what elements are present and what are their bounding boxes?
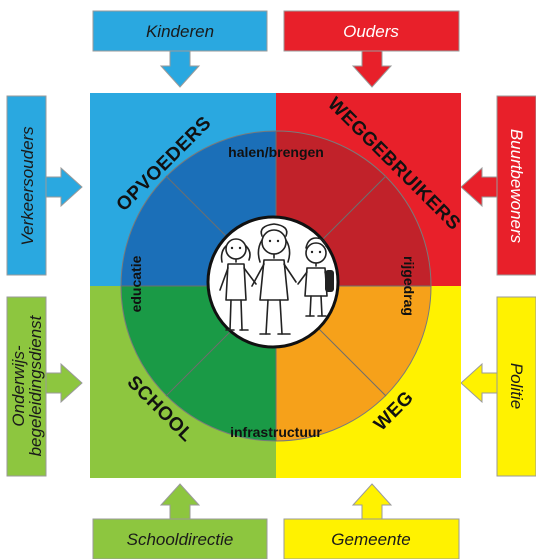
stakeholder-gemeente: Gemeente — [283, 483, 460, 559]
arrow-up-gemeente — [351, 483, 393, 520]
stakeholder-label: Buurtbewoners — [507, 129, 526, 244]
stakeholder-kinderen: Kinderen — [92, 10, 268, 88]
stakeholder-onderwijsbegeleidingsdienst: Onderwijs- begeleidingsdienst — [6, 296, 83, 477]
stakeholder-label: Kinderen — [146, 22, 214, 41]
stakeholder-buurtbewoners: Buurtbewoners — [460, 95, 536, 276]
stakeholder-verkeersouders: Verkeersouders — [6, 95, 83, 276]
ring-label-bottom: infrastructuur — [230, 424, 322, 440]
stakeholder-label: Verkeersouders — [18, 126, 37, 246]
stakeholder-label: Gemeente — [331, 530, 410, 549]
arrow-right-verkeersouders — [45, 166, 83, 208]
arrow-up-schooldirectie — [159, 483, 201, 520]
ring-label-right: rijgedrag — [401, 256, 417, 316]
arrow-down-kinderen — [159, 50, 201, 88]
stakeholder-politie: Politie — [460, 296, 536, 477]
arrow-down-ouders — [351, 50, 393, 88]
stakeholder-schooldirectie: Schooldirectie — [92, 483, 268, 559]
stakeholder-label-line2: begeleidingsdienst — [26, 314, 45, 456]
children-illustration — [206, 215, 340, 349]
stakeholder-ouders: Ouders — [283, 10, 460, 88]
stakeholder-label: Politie — [507, 363, 526, 409]
ring-label-left: educatie — [128, 255, 144, 312]
stakeholder-label: Schooldirectie — [127, 530, 234, 549]
ring-label-top: halen/brengen — [228, 144, 324, 160]
stakeholder-label-line1: Onderwijs- — [9, 345, 28, 427]
arrow-left-politie — [460, 362, 498, 404]
stakeholder-label: Ouders — [343, 22, 399, 41]
arrow-left-buurtbewoners — [460, 166, 498, 208]
arrow-right-onderwijs — [45, 362, 83, 404]
